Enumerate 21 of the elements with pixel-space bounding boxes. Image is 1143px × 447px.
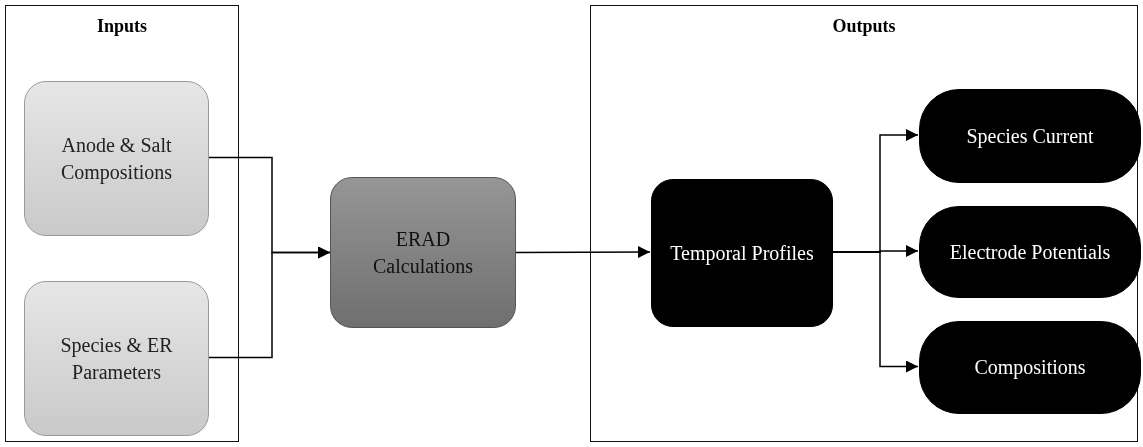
process-box bbox=[330, 177, 516, 328]
connector-arrow bbox=[515, 246, 651, 259]
output-pill bbox=[919, 206, 1141, 298]
node-label: Electrode Potentials bbox=[949, 239, 1111, 265]
connector-arrow bbox=[207, 246, 331, 359]
node-label: Species & ER Parameters bbox=[59, 332, 174, 385]
process-box bbox=[651, 179, 833, 327]
group-frame bbox=[5, 5, 239, 442]
group-heading: Inputs bbox=[95, 16, 148, 37]
output-pill bbox=[919, 321, 1141, 414]
node-label: Compositions bbox=[974, 355, 1086, 381]
output-pill bbox=[919, 89, 1141, 183]
process-box bbox=[24, 281, 209, 436]
group-heading: Outputs bbox=[831, 16, 897, 37]
process-box bbox=[24, 81, 209, 236]
node-label: Temporal Profiles bbox=[670, 240, 814, 267]
node-label: Anode & Salt Compositions bbox=[59, 132, 174, 186]
node-label: Species Current bbox=[966, 123, 1094, 150]
node-label: ERAD Calculations bbox=[372, 226, 474, 279]
group-frame bbox=[590, 5, 1138, 442]
connector-arrow bbox=[831, 251, 919, 373]
